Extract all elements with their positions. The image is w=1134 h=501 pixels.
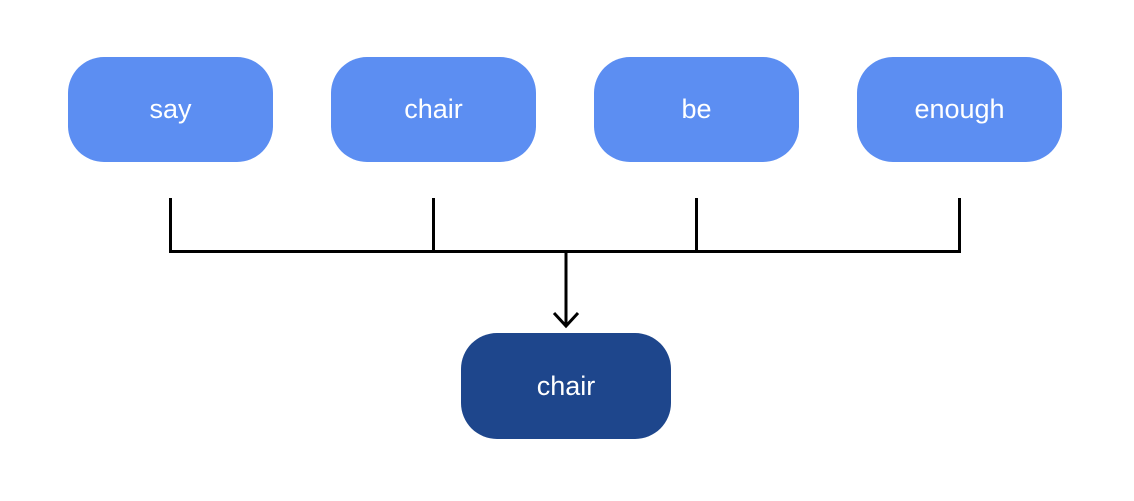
word-node-label: chair — [404, 94, 463, 124]
word-node-label: say — [149, 94, 192, 124]
word-node-say[interactable]: say — [68, 57, 273, 162]
arrow-head-icon — [552, 311, 580, 329]
word-node-label: be — [681, 94, 712, 124]
word-node-label: enough — [914, 94, 1005, 124]
result-node-chair[interactable]: chair — [461, 333, 671, 439]
word-node-be[interactable]: be — [594, 57, 799, 162]
result-node-label: chair — [536, 370, 596, 401]
word-node-chair[interactable]: chair — [331, 57, 536, 162]
word-node-enough[interactable]: enough — [857, 57, 1062, 162]
